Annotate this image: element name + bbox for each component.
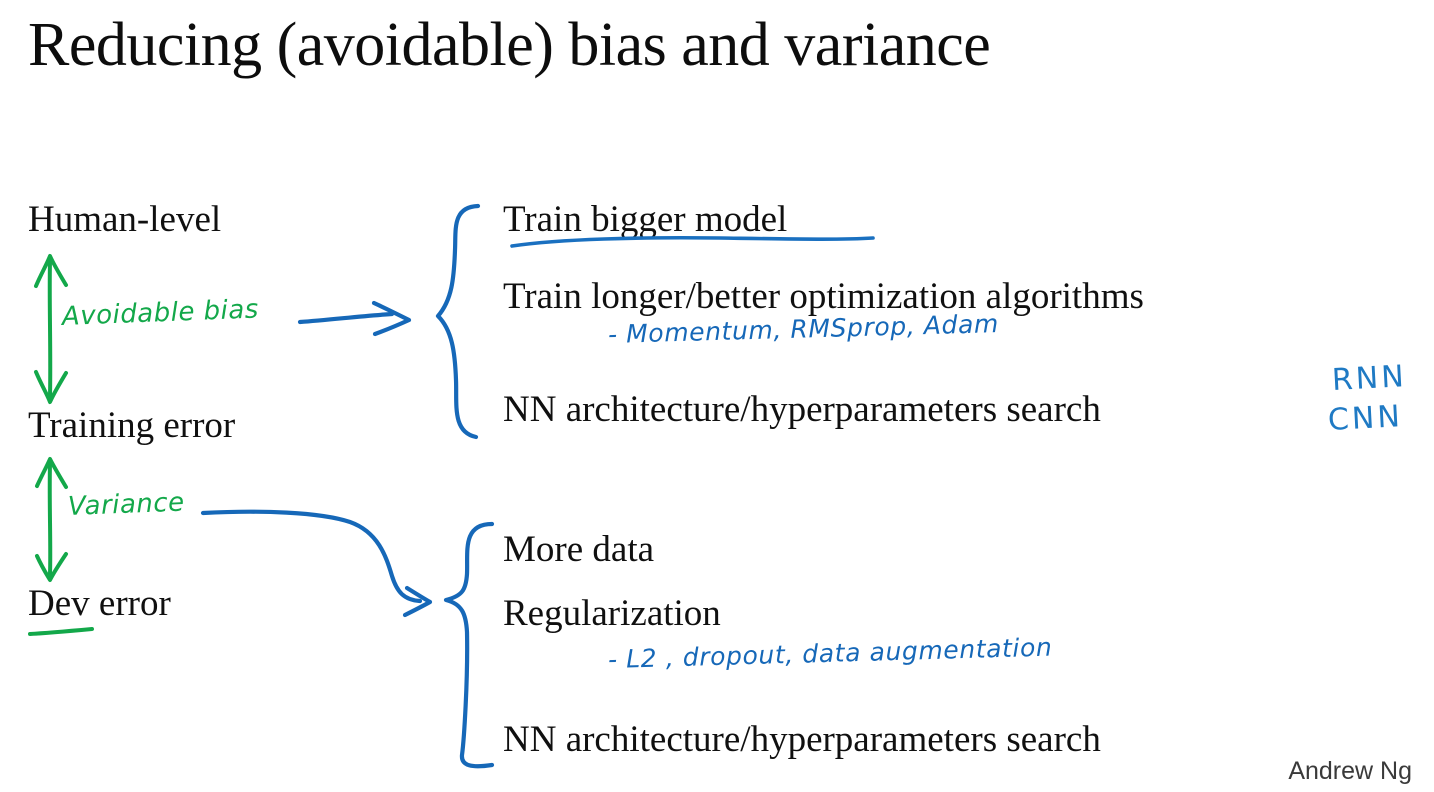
handwritten-label-variance: Variance — [67, 487, 186, 522]
pointer-arrow-variance — [200, 509, 433, 618]
metric-label-human-level: Human-level — [28, 199, 222, 240]
bias-remedy-item-1: Train bigger model — [503, 199, 788, 240]
page-title: Reducing (avoidable) bias and variance — [28, 11, 991, 79]
variance-remedy-item-2: Regularization — [503, 593, 721, 634]
bias-remedy-item-3: NN architecture/hyperparameters search — [503, 389, 1101, 430]
metric-label-dev-error: Dev error — [28, 583, 171, 624]
variance-remedy-item-1: More data — [503, 529, 655, 570]
variance-remedy-item-3: NN architecture/hyperparameters search — [503, 719, 1101, 760]
underline-dev-error — [28, 627, 94, 636]
footer-author: Andrew Ng — [1288, 757, 1412, 785]
bias-remedy-item-2: Train longer/better optimization algorit… — [503, 276, 1144, 317]
pointer-arrow-bias — [297, 300, 412, 337]
handwritten-note-cnn: CNN — [1327, 399, 1404, 438]
gap-arrow-variance — [35, 457, 68, 582]
handwritten-label-avoidable-bias: Avoidable bias — [61, 294, 260, 332]
brace-bias-remedies — [435, 203, 481, 440]
handwritten-note-rnn: RNN — [1331, 359, 1408, 398]
brace-variance-remedies — [443, 521, 495, 769]
metric-label-training-error: Training error — [28, 405, 236, 446]
handwritten-annotation-regularization: - L2 , dropout, data augmentation — [607, 632, 1053, 674]
